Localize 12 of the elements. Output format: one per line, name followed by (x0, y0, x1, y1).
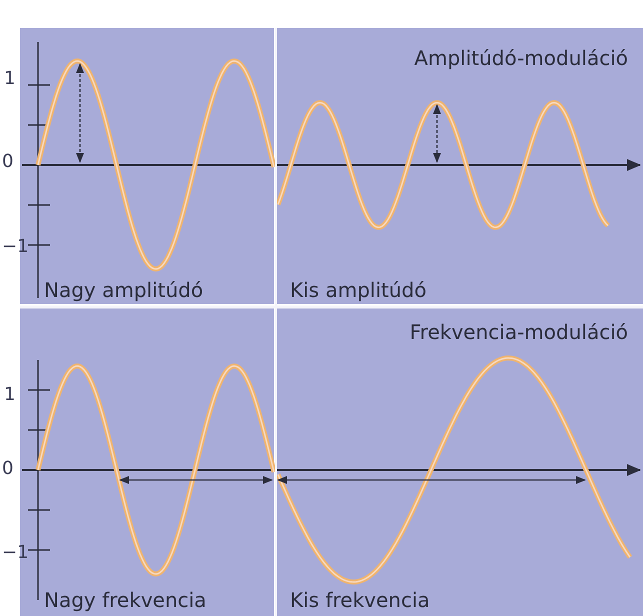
panel-label: Nagy frekvencia (44, 590, 206, 610)
tick-label: 1 (4, 386, 16, 404)
tick-label: −1 (2, 238, 29, 256)
panel-label: Nagy amplitúdó (44, 280, 204, 300)
panel-label: Kis amplitúdó (290, 280, 426, 300)
tick-label: 0 (2, 460, 14, 478)
tick-label: 1 (4, 70, 16, 88)
tick-label: −1 (2, 544, 29, 562)
panel-title: Amplitúdó-moduláció (414, 48, 628, 68)
tick-label: 0 (2, 153, 14, 171)
panel-label: Kis frekvencia (290, 590, 430, 610)
panel-title: Frekvencia-moduláció (410, 322, 628, 342)
